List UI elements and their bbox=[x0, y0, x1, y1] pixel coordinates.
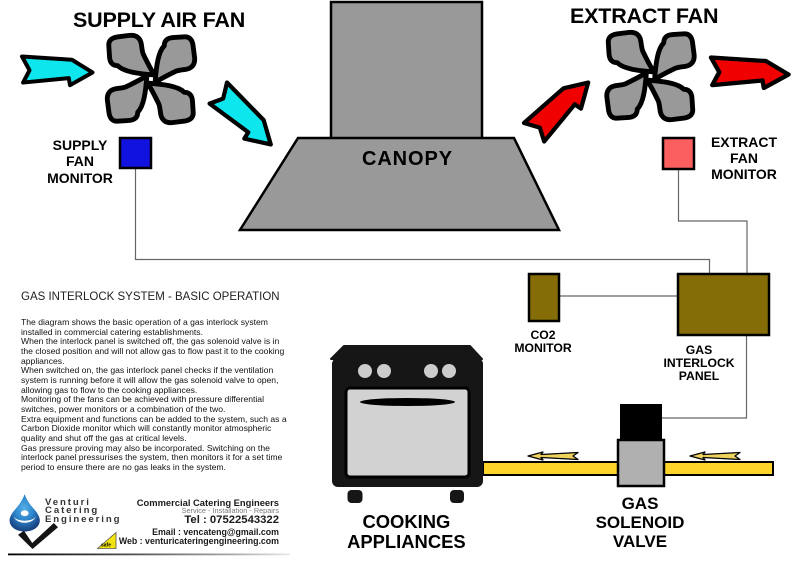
svg-text:safe: safe bbox=[101, 543, 111, 549]
